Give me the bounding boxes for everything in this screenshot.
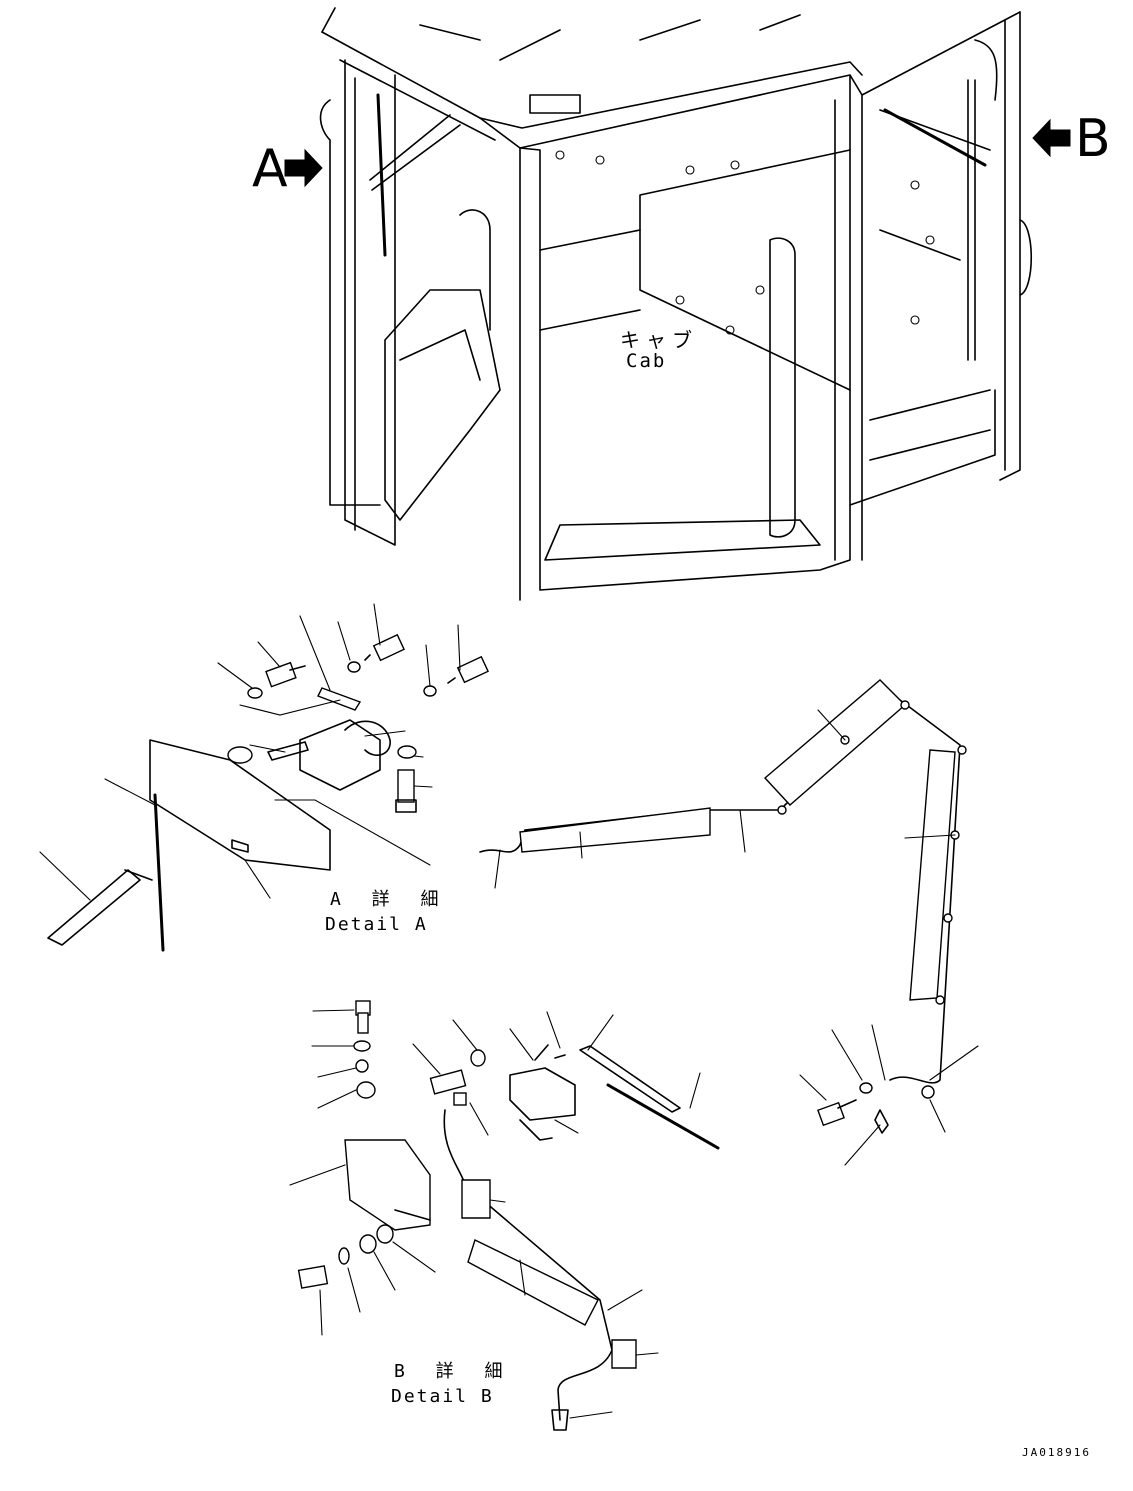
detail-a-label-jp: A 詳 細 [330,889,449,910]
cover-b [344,1139,431,1231]
sleeve-b1 [461,1179,491,1219]
sleeve-2 [763,679,907,806]
cab-label-jp: キャブ [620,328,698,352]
sleeve-b2 [467,1239,599,1326]
washer-a3 [423,685,437,697]
motor-b [509,1067,576,1121]
sleeve-3 [909,749,956,1001]
view-label-a: A [252,139,288,199]
bolt-a2 [364,633,405,662]
detail-b-label-jp: B 詳 細 [394,1361,513,1382]
detail-a-assembly [39,603,489,952]
view-arrow-a [284,148,323,188]
plate-a [317,687,362,711]
wiring-harness-a [479,679,979,1166]
wiper-blade-b [606,1083,720,1150]
detail-b-label-en: Detail B [391,1386,494,1407]
view-label-b: B [1075,109,1111,169]
sleeve-1 [519,807,711,853]
motor-bracket-a [299,719,381,791]
bolt-a3 [447,655,489,684]
view-arrow-b [1032,118,1071,158]
cab-frame [319,7,1033,601]
wiper-arm-b [579,1045,681,1113]
detail-b-assembly [289,1000,720,1431]
washer-a2 [347,661,361,673]
wiper-arm-a [47,869,141,946]
cab-label-en: Cab [626,350,667,372]
washer-a1 [247,687,263,699]
detail-a-label-en: Detail A [325,914,428,935]
reference-code: JA018916 [1022,1446,1091,1459]
washer-a4 [397,745,417,759]
sleeve-b3 [611,1339,637,1369]
wiper-blade-a [153,793,165,952]
bolt-a1 [265,661,306,688]
